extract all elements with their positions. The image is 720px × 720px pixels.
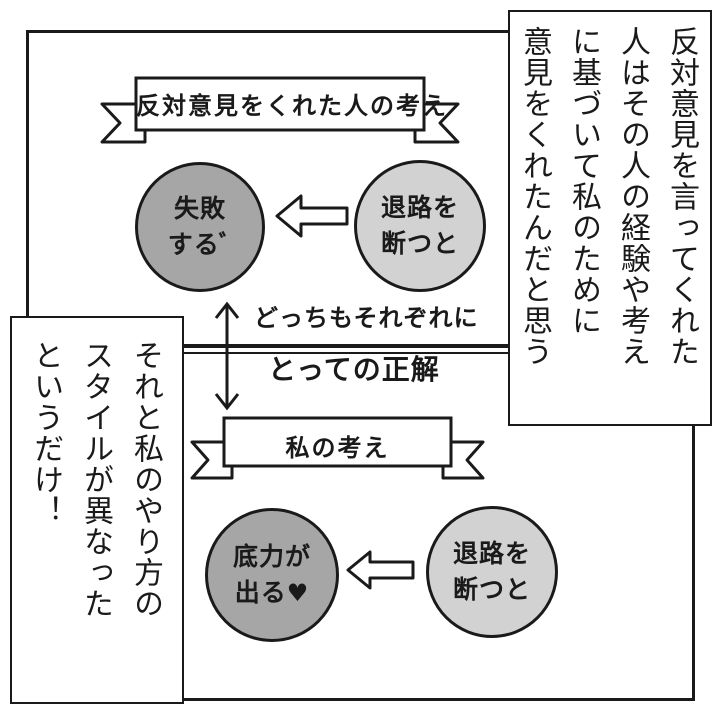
double-arrow-icon [214, 301, 240, 411]
top-banner-ribbon [100, 76, 460, 144]
right-note-line-1: 反対意見を言ってくれた [664, 26, 699, 367]
top-banner-title: 反対意見をくれた人の考え [136, 92, 448, 120]
right-note-line-2: 人はその人の経験や考え [615, 26, 650, 367]
heart-icon: ♥ [286, 579, 310, 607]
panel-divider-line [175, 352, 692, 354]
retreat-circle-top-label: 退路を 断つと [380, 192, 459, 258]
both-correct-line1: どっちもそれぞれに [254, 304, 479, 332]
both-correct-line2: とっての正解 [268, 353, 440, 386]
left-note-line-2: スタイルが異なった [78, 340, 113, 619]
inner-power-label: 底力が 出る♥ [233, 539, 311, 612]
left-note-box: それと私のやり方の スタイルが異なった というだけ！ [10, 316, 184, 704]
right-note-line-3: に基づいて私のために [566, 26, 601, 336]
bottom-banner-title: 私の考え [285, 434, 390, 462]
left-arrow-icon [346, 550, 415, 590]
right-note-line-4: 意見をくれたんだと思う [517, 26, 552, 367]
left-arrow-icon [275, 194, 349, 238]
retreat-circle-top: 退路を 断つと [354, 160, 486, 292]
panel-divider-line [175, 344, 692, 346]
fail-circle-label: 失敗 するﾞ [167, 193, 233, 259]
retreat-circle-bottom-label: 退路を 断つと [452, 538, 531, 604]
inner-power-circle: 底力が 出る♥ [205, 508, 339, 642]
retreat-circle-bottom: 退路を 断つと [426, 506, 558, 638]
left-note-line-3: というだけ！ [28, 340, 63, 526]
right-note-box: 反対意見を言ってくれた 人はその人の経験や考え に基づいて私のために 意見をくれ… [508, 10, 712, 426]
inner-power-text: 底力が 出る [232, 541, 311, 607]
fail-circle: 失敗 するﾞ [135, 162, 265, 292]
bottom-banner-ribbon [190, 416, 485, 480]
left-note-line-1: それと私のやり方の [128, 340, 163, 619]
